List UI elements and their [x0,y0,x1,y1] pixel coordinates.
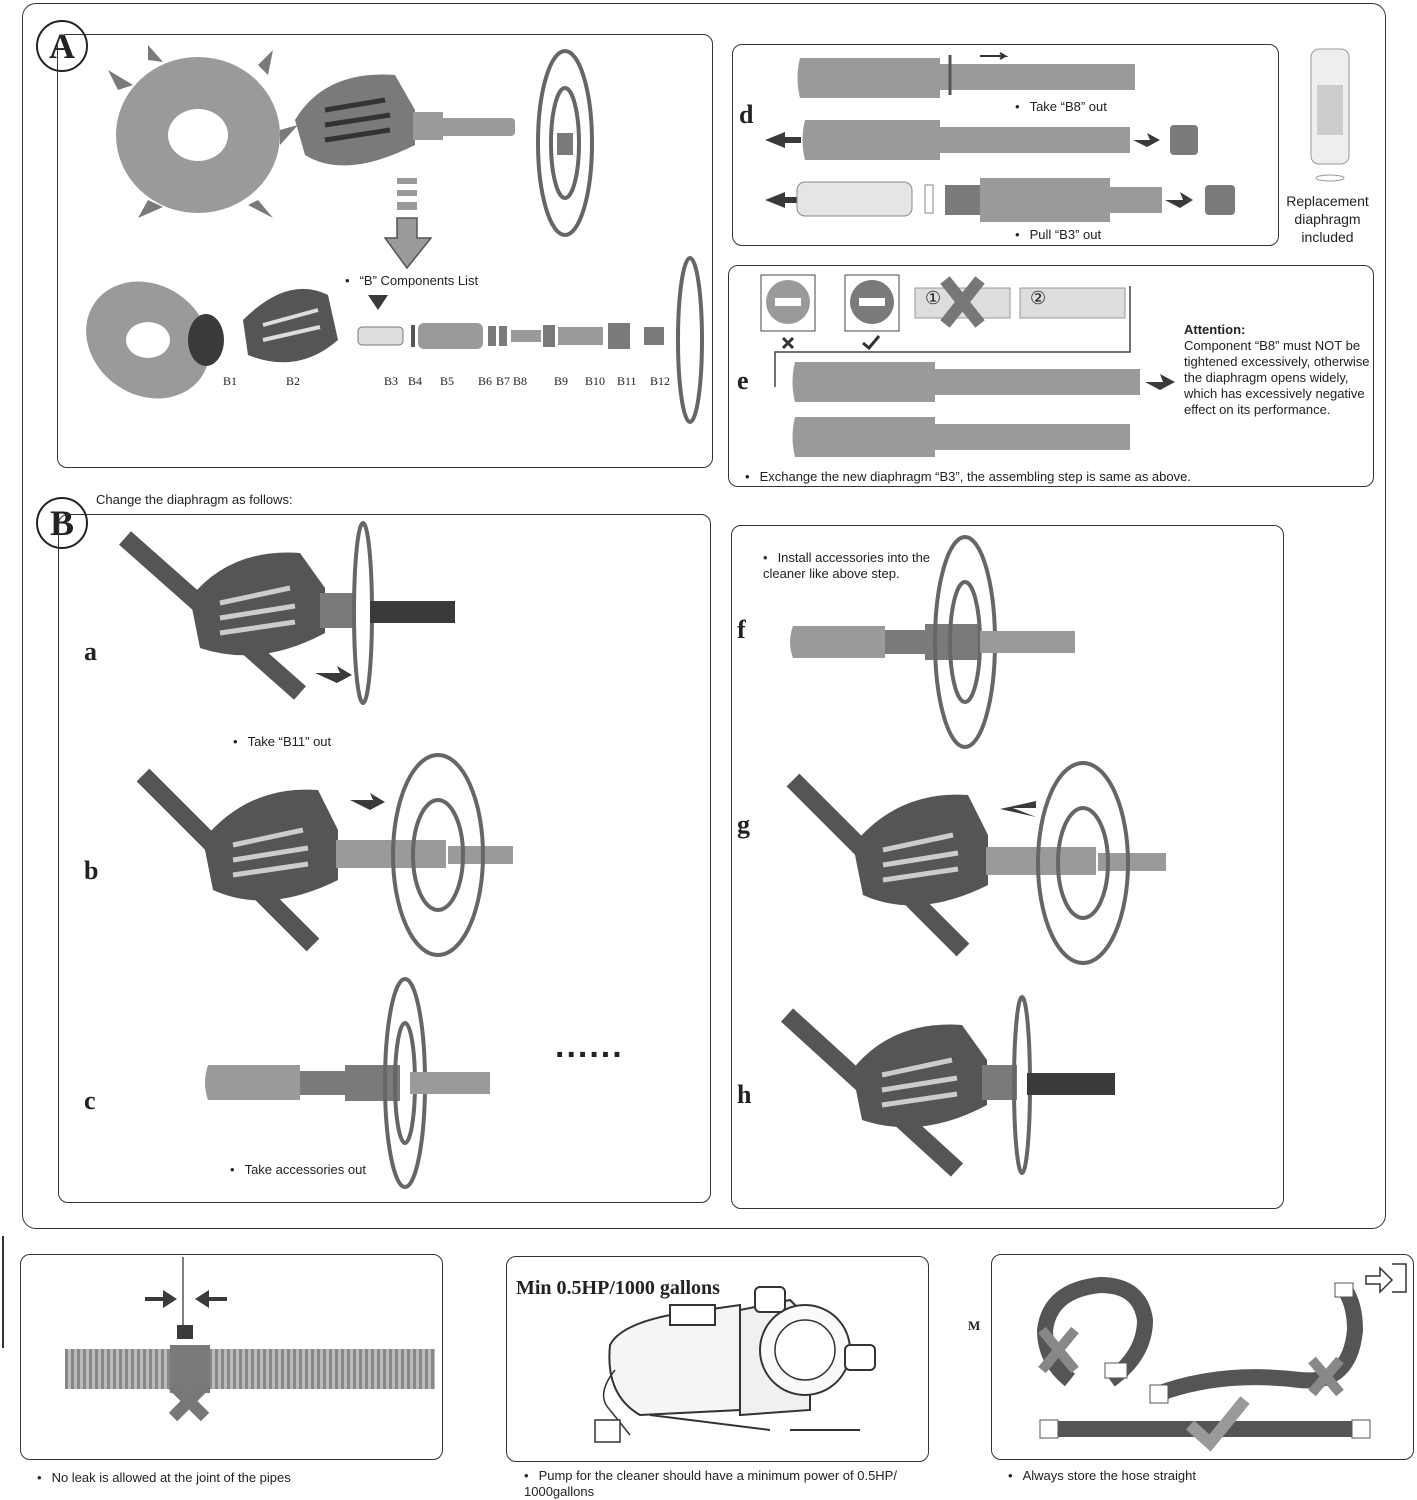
leak-caption: No leak is allowed at the joint of the p… [37,1470,291,1486]
step-e-panel [728,265,1374,487]
step-e-num2: ② [1030,288,1047,308]
disc-illustration-top [536,49,594,237]
step-d-panel [732,44,1279,246]
step-d-caption-bottom: Pull “B3” out [1015,227,1102,243]
step-c-illustration [205,977,490,1189]
leak-panel [20,1254,443,1460]
replacement-line: diaphragm [1294,211,1361,227]
part-label: B10 [585,374,606,388]
hose-caption: Always store the hose straight [1008,1468,1196,1484]
step-f-illustration [790,535,1075,749]
pump-panel [506,1256,929,1462]
pump-title: Min 0.5HP/1000 gallons [516,1277,720,1299]
step-b-illustration [136,753,513,957]
replacement-caption: Replacement diaphragm included [1280,192,1375,246]
step-h-letter: h [737,1080,752,1109]
step-g-illustration [786,761,1166,965]
section-a-badge: A [36,20,88,72]
down-arrow-icon [383,178,433,270]
pump-caption: Pump for the cleaner should have a minim… [524,1468,944,1500]
step-a-caption: Take “B11” out [233,734,332,750]
step-g-letter: g [737,810,750,839]
exploded-view-illustration [86,256,704,424]
instructions-frame [22,3,1386,1229]
replacement-diaphragm-illustration [1310,48,1350,182]
replacement-line: Replacement [1286,193,1369,209]
step-e-caption: Exchange the new diaphragm “B3”, the ass… [745,469,1191,485]
flap-wheel-illustration [108,45,298,218]
attention-body: Component “B8” must NOT be tightened exc… [1184,338,1370,417]
part-label: B9 [554,374,569,388]
step-d-letter: d [739,100,754,129]
step-e-letter: e [737,366,749,395]
pipe-joint-illustration [65,1257,435,1422]
part-label: B8 [513,374,528,388]
hose-mark: M [968,1318,981,1333]
components-list-caption: “B” Components List [345,273,479,289]
hose-panel [991,1254,1414,1460]
step-d-illustration [765,52,1235,222]
hose-storage-illustration [1036,1276,1371,1452]
part-label: B3 [384,374,399,388]
step-a-letter: a [84,637,97,666]
part-label: B2 [286,374,301,388]
step-e-num1: ① [925,288,942,308]
left-rule [2,1236,4,1348]
cleaner-body-illustration [295,74,515,166]
flap-wheel-shape [108,45,298,218]
step-b-letter: b [84,856,99,885]
part-label: B4 [408,374,423,388]
step-a-illustration [119,521,455,705]
part-label: B12 [650,374,671,388]
replacement-line: included [1301,229,1354,245]
store-icon [1365,1263,1407,1294]
section-b-panel [58,514,711,1203]
step-f-caption: Install accessories into the cleaner lik… [763,550,938,582]
part-label: B11 [617,374,637,388]
step-c-letter: c [84,1086,96,1115]
part-label: B1 [223,374,238,388]
step-c-caption: Take accessories out [230,1162,366,1178]
section-a-panel [57,34,713,468]
steps-fgh-panel [731,525,1284,1209]
step-h-illustration [780,995,1115,1177]
step-f-letter: f [737,615,746,644]
attention-title: Attention: [1184,322,1246,337]
part-label: B6 [478,374,493,388]
pump-illustration [594,1286,876,1443]
step-d-caption-top: Take “B8” out [1015,99,1107,115]
step-e-illustration [760,274,1175,457]
part-label: B7 [496,374,511,388]
step-c-ellipsis: ...... [555,1027,624,1065]
section-b-intro: Change the diaphragm as follows: [96,492,293,507]
part-label: B5 [440,374,455,388]
attention-box: Attention: Component “B8” must NOT be ti… [1184,322,1372,418]
